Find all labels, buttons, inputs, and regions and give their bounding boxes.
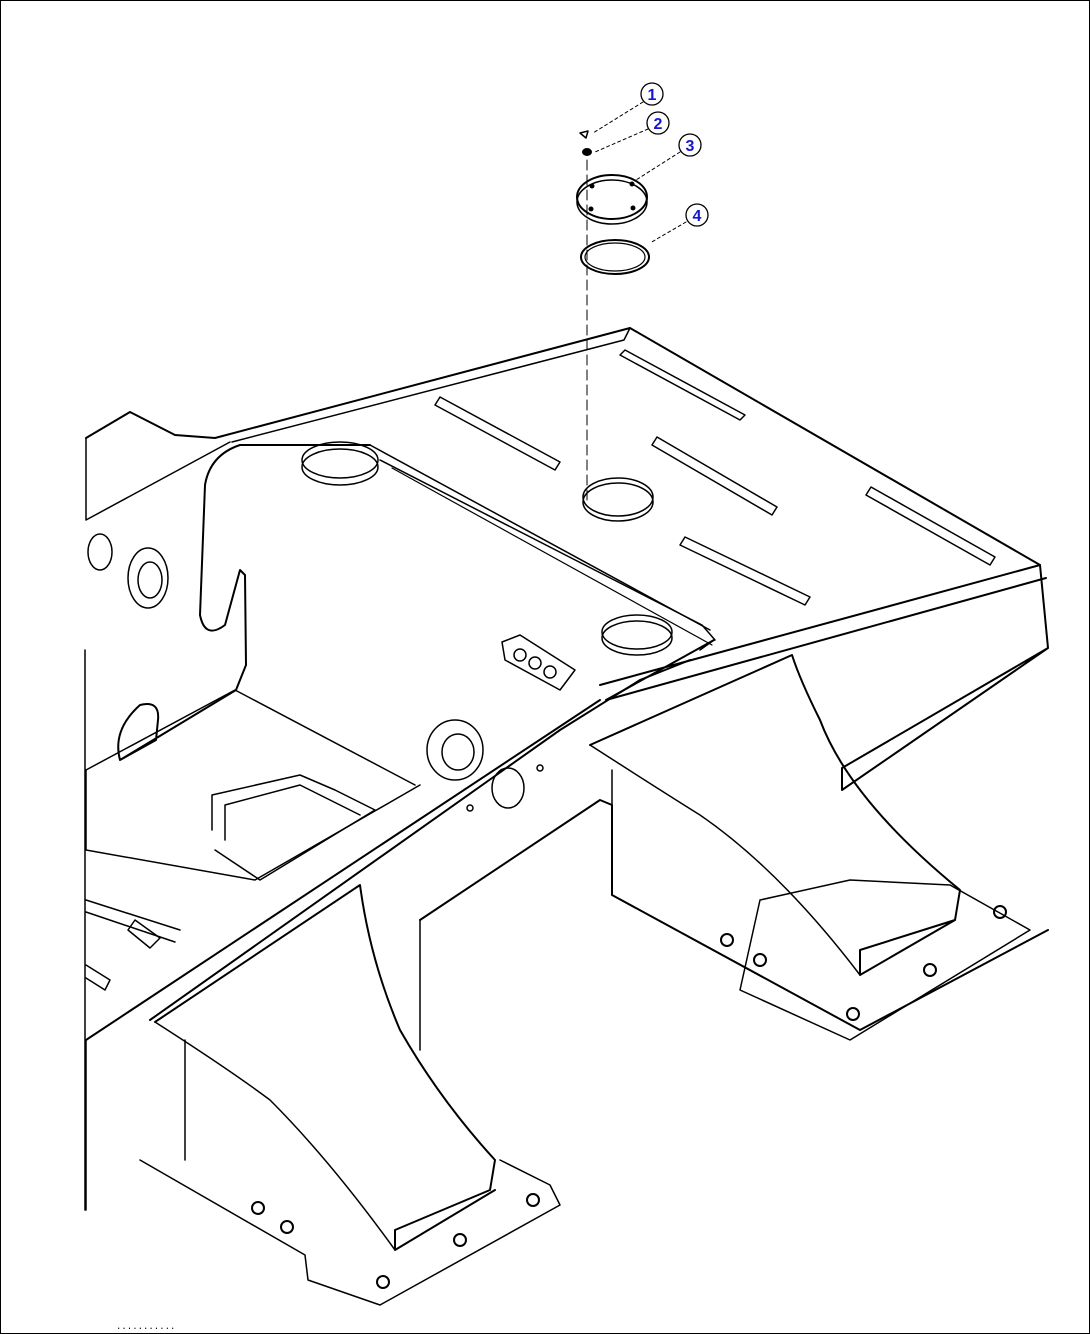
callout-label: 3 — [686, 138, 695, 155]
callout-bubble — [678, 133, 702, 157]
bolt-part — [579, 130, 589, 139]
callout-1: 1 — [640, 82, 664, 106]
drawing-footer-code: ........... — [116, 1322, 176, 1332]
exploded-parts — [576, 130, 650, 501]
bolt-block — [501, 634, 576, 691]
revolving-frame — [84, 327, 1049, 1306]
left-opening — [301, 441, 379, 479]
callout-label: 2 — [654, 116, 663, 133]
gasket-ring-part — [580, 239, 650, 275]
callout-4: 4 — [685, 203, 709, 227]
lower-piping — [85, 774, 376, 991]
deck-openings — [87, 441, 673, 812]
callout-bubble — [685, 203, 709, 227]
cover-plate-part — [576, 174, 648, 225]
callout-label: 1 — [648, 87, 657, 104]
callout-bubble — [640, 82, 664, 106]
front-opening — [601, 614, 673, 650]
callout-2: 2 — [646, 111, 670, 135]
frame-right-side-plate — [599, 564, 1047, 701]
callout-leaders — [592, 101, 687, 244]
frame-top-deck — [85, 327, 1049, 791]
washer-part — [582, 148, 592, 156]
left-mount-pad — [139, 884, 561, 1306]
callout-label: 4 — [693, 208, 702, 225]
deck-slots — [434, 349, 996, 606]
callout-bubble — [646, 111, 670, 135]
callout-3: 3 — [678, 133, 702, 157]
center-opening — [582, 477, 654, 517]
frame-left-plate — [117, 444, 371, 761]
right-mount-pad — [589, 654, 1031, 1041]
frame-front-crossbeam — [85, 659, 1049, 1041]
